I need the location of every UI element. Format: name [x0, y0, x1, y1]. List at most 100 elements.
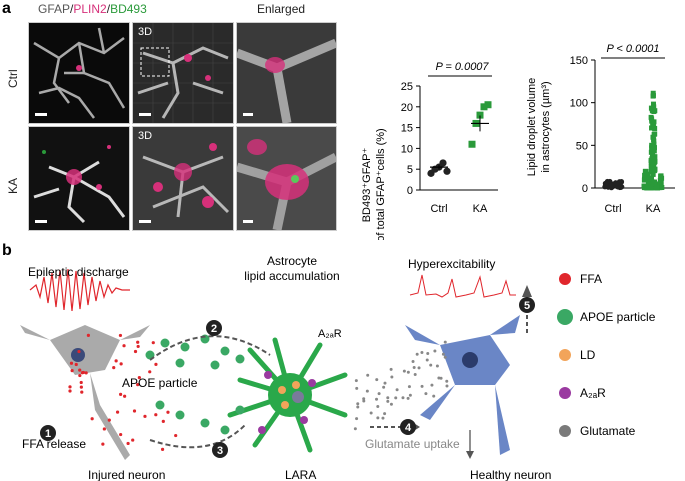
- ffa-dot: [174, 433, 178, 438]
- sep1: /: [70, 2, 74, 16]
- chart2-point-ka: [647, 185, 653, 191]
- micrograph-ka-2d: [28, 126, 130, 231]
- glutamate-dot: [445, 379, 449, 383]
- lipid-accumulation-label: lipid accumulation: [244, 269, 339, 283]
- chart2-xtick-ctrl: Ctrl: [604, 203, 621, 215]
- glutamate-dot: [435, 364, 439, 368]
- apoe-particle-label: APOE particle: [122, 376, 198, 390]
- glutamate-dot: [420, 384, 424, 388]
- chart2-point-ka: [650, 101, 656, 107]
- glutamate-dot: [386, 396, 390, 400]
- glutamate-dot: [443, 355, 447, 359]
- label-3d-ctrl: 3D: [138, 26, 153, 38]
- chart2-xtick-ka: KA: [646, 203, 661, 215]
- chart2-point-ka: [650, 171, 656, 177]
- apoe-particle: [155, 400, 165, 410]
- row-label-ctrl: Ctrl: [6, 69, 20, 88]
- glutamate-dot: [430, 383, 434, 387]
- glutamate-dot: [394, 396, 398, 400]
- step-number: 1: [45, 428, 51, 440]
- apoe-particle: [235, 354, 245, 364]
- chart1-point: [443, 167, 451, 175]
- chart1-ytick: 15: [401, 123, 413, 135]
- panel-b-letter: b: [2, 242, 12, 259]
- chart1-ytick: 20: [401, 102, 413, 114]
- gfap-label: GFAP: [38, 2, 71, 16]
- legend-label: Glutamate: [580, 424, 636, 438]
- glutamate-dot: [376, 416, 380, 420]
- legend-swatch: [559, 273, 571, 285]
- step-marker: [40, 425, 56, 441]
- apoe-particle: [220, 425, 230, 435]
- chart1-point: [439, 159, 447, 167]
- ffa-dot: [136, 383, 140, 387]
- ffa-dot: [132, 409, 137, 413]
- glutamate-dot: [429, 363, 433, 367]
- enlarged-header: Enlarged: [257, 2, 306, 16]
- glutamate-dot: [420, 351, 424, 355]
- chart2-point-ka: [642, 172, 648, 178]
- glutamate-dot: [415, 352, 419, 356]
- micrograph-ka-3d: 3D: [132, 126, 234, 231]
- ffa-dot: [119, 362, 123, 366]
- chart2-point-ka: [647, 176, 653, 182]
- chart2-point-ka: [649, 107, 655, 113]
- ffa-dot: [154, 413, 158, 417]
- micrograph-ctrl-3d: 3D: [132, 22, 234, 124]
- hyperexcitability-label: Hyperexcitability: [408, 257, 495, 271]
- ffa-dot: [79, 385, 83, 389]
- ffa-dot: [74, 362, 78, 367]
- ffa-dot: [133, 349, 138, 354]
- glutamate-dot: [433, 349, 437, 353]
- epileptic-discharge-label: Epileptic discharge: [28, 265, 129, 279]
- chart-lipid-droplet-volume: Lipid droplet volume in astrocytes (µm³)…: [526, 43, 675, 215]
- chart-bd493-percent: BD493⁺GFAP⁺ of total GFAP⁺cells (%) 0510…: [361, 61, 498, 240]
- chart2-point-ka: [652, 131, 658, 137]
- ffa-dot: [119, 392, 123, 397]
- micrograph-ctrl-2d: [28, 22, 130, 124]
- ffa-dot: [101, 442, 105, 446]
- ffa-dot: [115, 410, 120, 414]
- chart1-ytick: 25: [401, 81, 413, 93]
- chart2-point-ka: [643, 168, 649, 174]
- chart2-ytick: 0: [582, 183, 588, 195]
- chart2-point-ctrl: [603, 180, 609, 186]
- legend-swatch: [559, 349, 571, 361]
- ffa-dot: [131, 438, 135, 442]
- step-marker: [519, 297, 535, 313]
- glutamate-dot: [441, 352, 445, 356]
- ffa-dot: [119, 432, 123, 437]
- injured-neuron: [20, 325, 150, 460]
- glutamate-dot: [437, 376, 441, 380]
- glutamate-dot: [362, 397, 366, 401]
- chart2-point-ka: [644, 177, 650, 183]
- chart1-point: [480, 103, 488, 111]
- apoe-particle: [160, 338, 170, 348]
- glutamate-dot: [375, 378, 379, 382]
- chart2-point-ka: [645, 180, 651, 186]
- chart2-ytick: 50: [576, 140, 588, 152]
- glutamate-dot: [402, 369, 406, 373]
- ffa-dot: [68, 385, 72, 389]
- stain-header: GFAP/PLIN2/BD493: [38, 2, 147, 16]
- ffa-dot: [79, 380, 83, 385]
- glutamate-dot: [362, 399, 366, 403]
- injured-neuron-label: Injured neuron: [88, 468, 165, 481]
- legend-swatch: [559, 387, 571, 399]
- chart2-point-ctrl: [616, 179, 623, 185]
- label-3d-ka: 3D: [138, 130, 153, 142]
- glutamate-dot: [356, 405, 360, 409]
- sep2: /: [106, 2, 111, 16]
- ffa-dot: [78, 368, 82, 372]
- chart2-point-ka: [650, 181, 656, 187]
- hyper-trace: [409, 274, 516, 298]
- apoe-particle: [175, 410, 185, 420]
- apoe-particle: [200, 418, 210, 428]
- ffa-dot: [84, 371, 88, 375]
- ffa-dot: [151, 341, 155, 345]
- chart2-point-ka: [649, 156, 655, 162]
- glutamate-dot: [417, 366, 421, 370]
- chart2-point-ka: [645, 171, 651, 177]
- glutamate-dot: [381, 416, 385, 420]
- glutamate-dot: [369, 411, 373, 415]
